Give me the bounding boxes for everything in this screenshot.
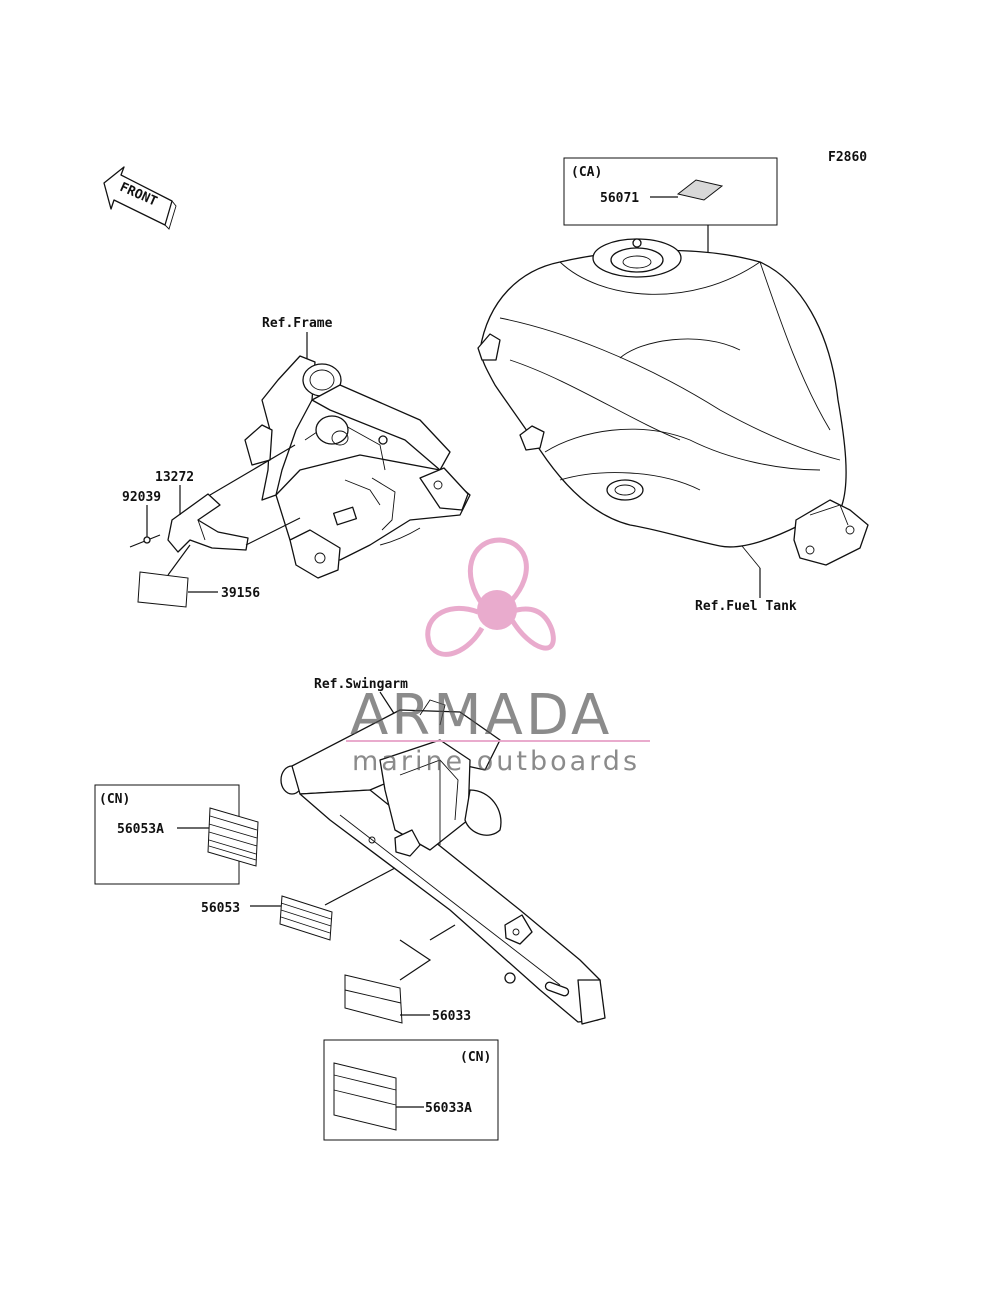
propeller-icon <box>425 537 556 657</box>
watermark: ARMADA marine outboards <box>346 537 650 777</box>
front-arrow-icon: FRONT <box>103 166 177 230</box>
callout-56033A: 56033A <box>425 1101 472 1116</box>
watermark-tagline: marine outboards <box>352 746 640 777</box>
variant-cn-bottom-label: (CN) <box>460 1050 491 1065</box>
callout-56071: 56071 <box>600 191 639 206</box>
label-39156 <box>137 571 189 608</box>
screw-92039 <box>129 534 161 548</box>
callout-56033: 56033 <box>432 1009 471 1024</box>
label-56053A <box>207 807 259 867</box>
variant-box-ca <box>563 157 778 226</box>
ref-swingarm-leader <box>379 691 396 716</box>
leader-56033-bracket <box>399 939 432 981</box>
ref-swingarm-label: Ref.Swingarm <box>314 677 408 692</box>
frame-drawing <box>244 355 471 579</box>
ref-frame-label: Ref.Frame <box>262 316 333 331</box>
label-56033A <box>333 1062 397 1131</box>
callout-13272: 13272 <box>155 470 194 485</box>
leader-13272-to-frame <box>209 444 296 496</box>
figure-code: F2860 <box>828 150 867 165</box>
watermark-brand: ARMADA <box>350 683 612 748</box>
leader-39156-to-bracket <box>167 544 191 576</box>
swingarm-drawing <box>280 699 606 1025</box>
leader-56033-to-arm <box>429 924 456 941</box>
callout-39156: 39156 <box>221 586 260 601</box>
variant-cn-left-label: (CN) <box>99 792 130 807</box>
fuel-tank-drawing <box>477 238 869 569</box>
callout-56053: 56053 <box>201 901 240 916</box>
label-56071 <box>676 179 724 201</box>
variant-box-cn-bottom <box>323 1039 499 1141</box>
leader-bracket-to-frame <box>245 517 301 546</box>
variant-ca-label: (CA) <box>571 165 602 180</box>
label-56053 <box>279 895 333 941</box>
callout-92039: 92039 <box>122 490 161 505</box>
label-56033 <box>344 974 403 1024</box>
ref-fuel-tank-label: Ref.Fuel Tank <box>695 599 797 614</box>
leader-56053-to-arm <box>324 867 396 906</box>
callout-56053A: 56053A <box>117 822 164 837</box>
